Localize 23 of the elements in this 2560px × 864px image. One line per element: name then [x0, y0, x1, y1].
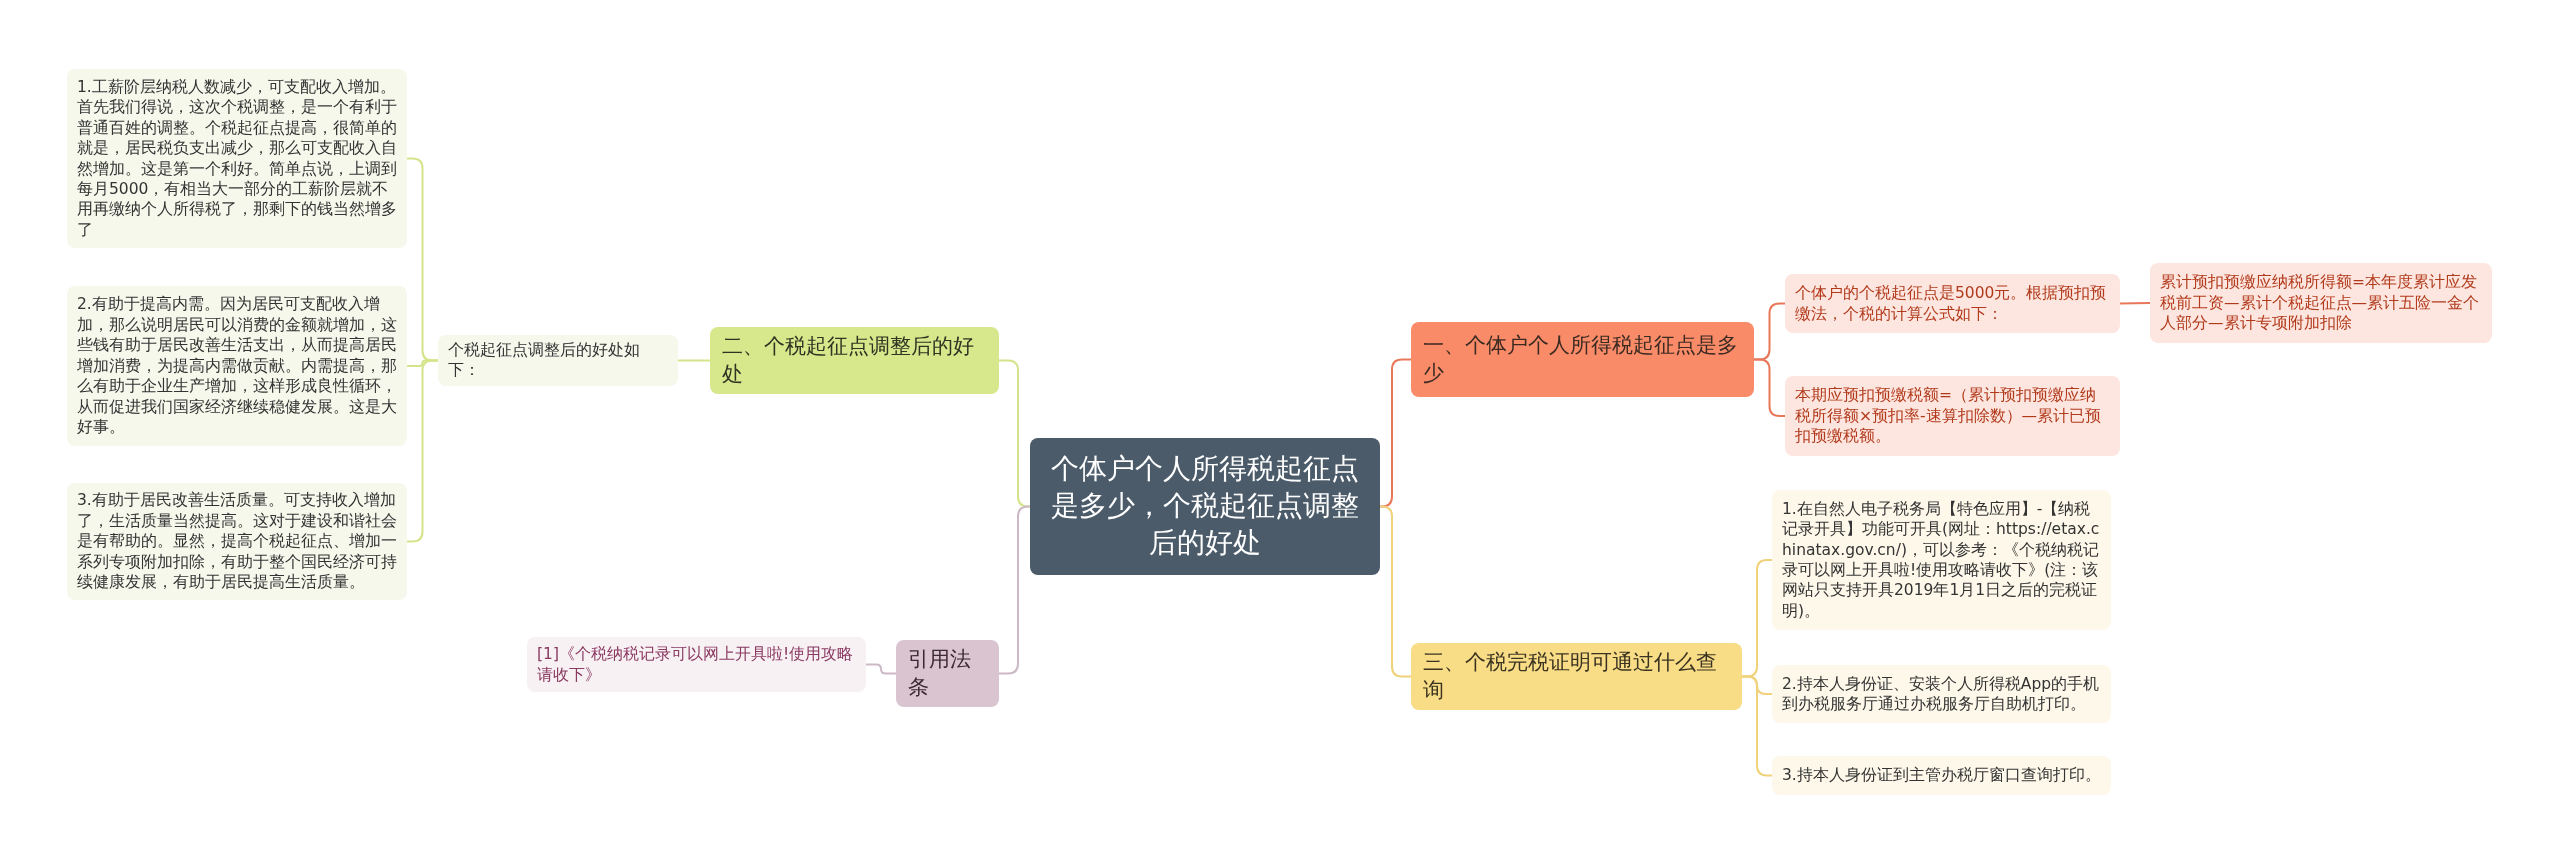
central-topic-box: 个体户个人所得税起征点是多少，个税起征点调整后的好处: [1030, 438, 1380, 575]
subtopic-box: 本期应预扣预缴税额=（累计预扣预缴应纳税所得额×预扣率-速算扣除数）—累计已预扣预缴税额。: [1785, 376, 2120, 456]
subtopic-box: 个体户的个税起征点是5000元。根据预扣预缴法，个税的计算公式如下：: [1785, 274, 2120, 333]
subtopic-box: 1.工薪阶层纳税人数减少，可支配收入增加。首先我们得说，这次个税调整，是一个有利于普通百姓的调整。个税起征点提高，很简单的就是，居民税负支出减少，那么可支配收入自然增加。这是第一个利好。简单点说，上调到每月5000，有相当大一部分的工薪阶层就不用再缴纳个人所得税了，那剩下的钱当然增多了: [67, 69, 407, 248]
topic-box: 一、个体户个人所得税起征点是多少: [1411, 322, 1754, 397]
connector-line: [865, 663, 897, 675]
connector-line: [998, 359, 1031, 508]
subtopic-box: 1.在自然人电子税务局【特色应用】-【纳税记录开具】功能可开具(网址：https://etax.chinatax.gov.cn/)，可以参考：《个税纳税记录可以网上开具啦!使用攻略请收下》(注：该网站只支持开具2019年1月1日之后的完税证明)。: [1772, 490, 2111, 630]
reference-box: [1]《个税纳税记录可以网上开具啦!使用攻略请收下》: [527, 637, 866, 692]
connector-line: [1379, 505, 1412, 678]
topic-box: 引用法条: [896, 640, 999, 708]
subtopic-box: 个税起征点调整后的好处如下：: [438, 335, 678, 386]
subtopic-box: 2.持本人身份证、安装个人所得税App的手机到办税服务厅通过办税服务厅自助机打印。: [1772, 665, 2111, 723]
subtopic-box: 2.有助于提高内需。因为居民可支配收入增加，那么说明居民可以消费的金额就增加，这些钱有助于居民改善生活支出，从而提高居民增加消费，为提高内需做贡献。内需提高，那么有助于企业生产增加，这样形成良性循环，从而促进我们国家经济继续稳健发展。这是大好事。: [67, 286, 407, 446]
subtopic-box: 累计预扣预缴应纳税所得额=本年度累计应发税前工资—累计个税起征点—累计五险一金个人部分—累计专项附加扣除: [2150, 263, 2492, 343]
connector-line: [998, 505, 1031, 675]
connector-line: [1379, 358, 1412, 508]
subtopic-box: 3.有助于居民改善生活质量。可支持收入增加了，生活质量当然提高。这对于建设和谐社会是有帮助的。显然，提高个税起征点、增加一系列专项附加扣除，有助于整个国民经济可持续健康发展，有助于居民提高生活质量。: [67, 483, 407, 600]
connector-line: [2119, 302, 2151, 305]
topic-box: 二、个税起征点调整后的好处: [710, 327, 999, 395]
connector-line: [677, 359, 711, 362]
subtopic-box: 3.持本人身份证到主管办税厅窗口查询打印。: [1772, 756, 2111, 795]
topic-box: 三、个税完税证明可通过什么查询: [1411, 643, 1742, 711]
